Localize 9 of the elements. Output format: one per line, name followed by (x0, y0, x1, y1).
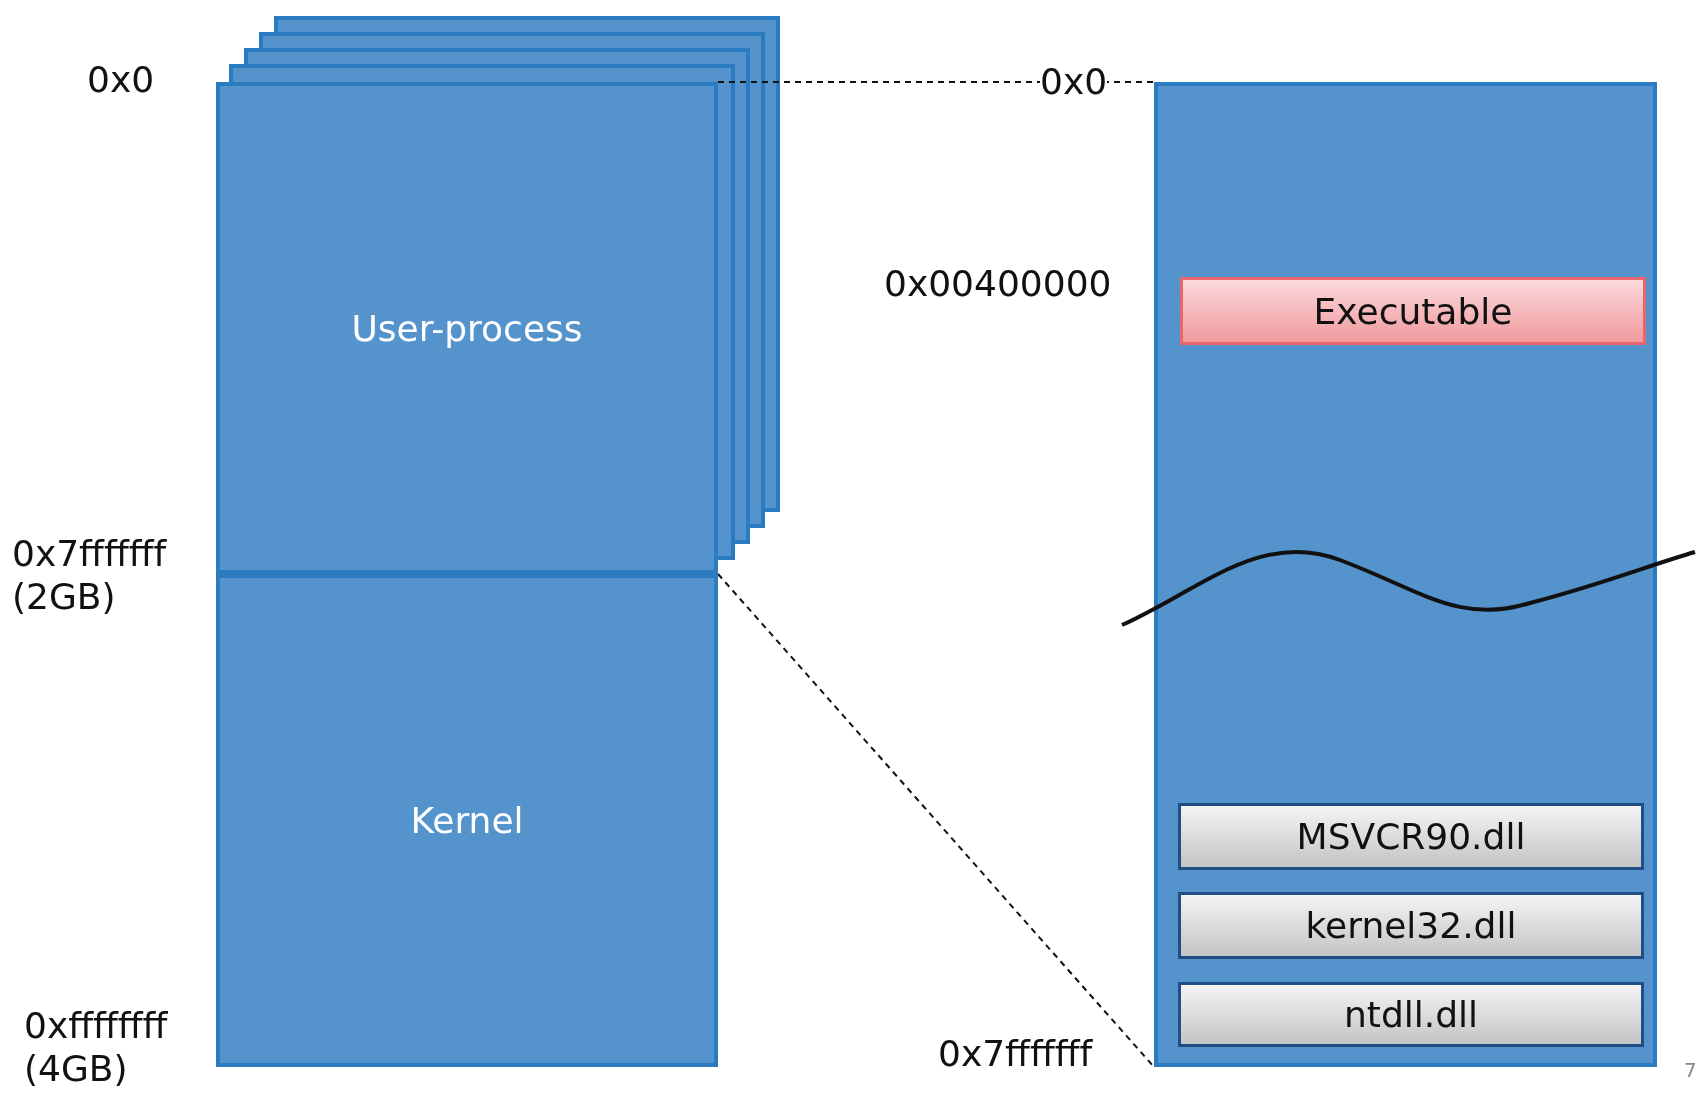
address-space-box (1154, 82, 1657, 1067)
leader-line (717, 573, 1155, 1068)
memory-region-box: Kernel (216, 574, 718, 1067)
module-box: MSVCR90.dll (1178, 803, 1644, 870)
module-box: kernel32.dll (1178, 892, 1644, 959)
module-box: ntdll.dll (1178, 982, 1644, 1047)
leader-line (717, 81, 1155, 83)
memory-region-box: User-process (216, 82, 718, 574)
module-box: Executable (1180, 277, 1646, 345)
